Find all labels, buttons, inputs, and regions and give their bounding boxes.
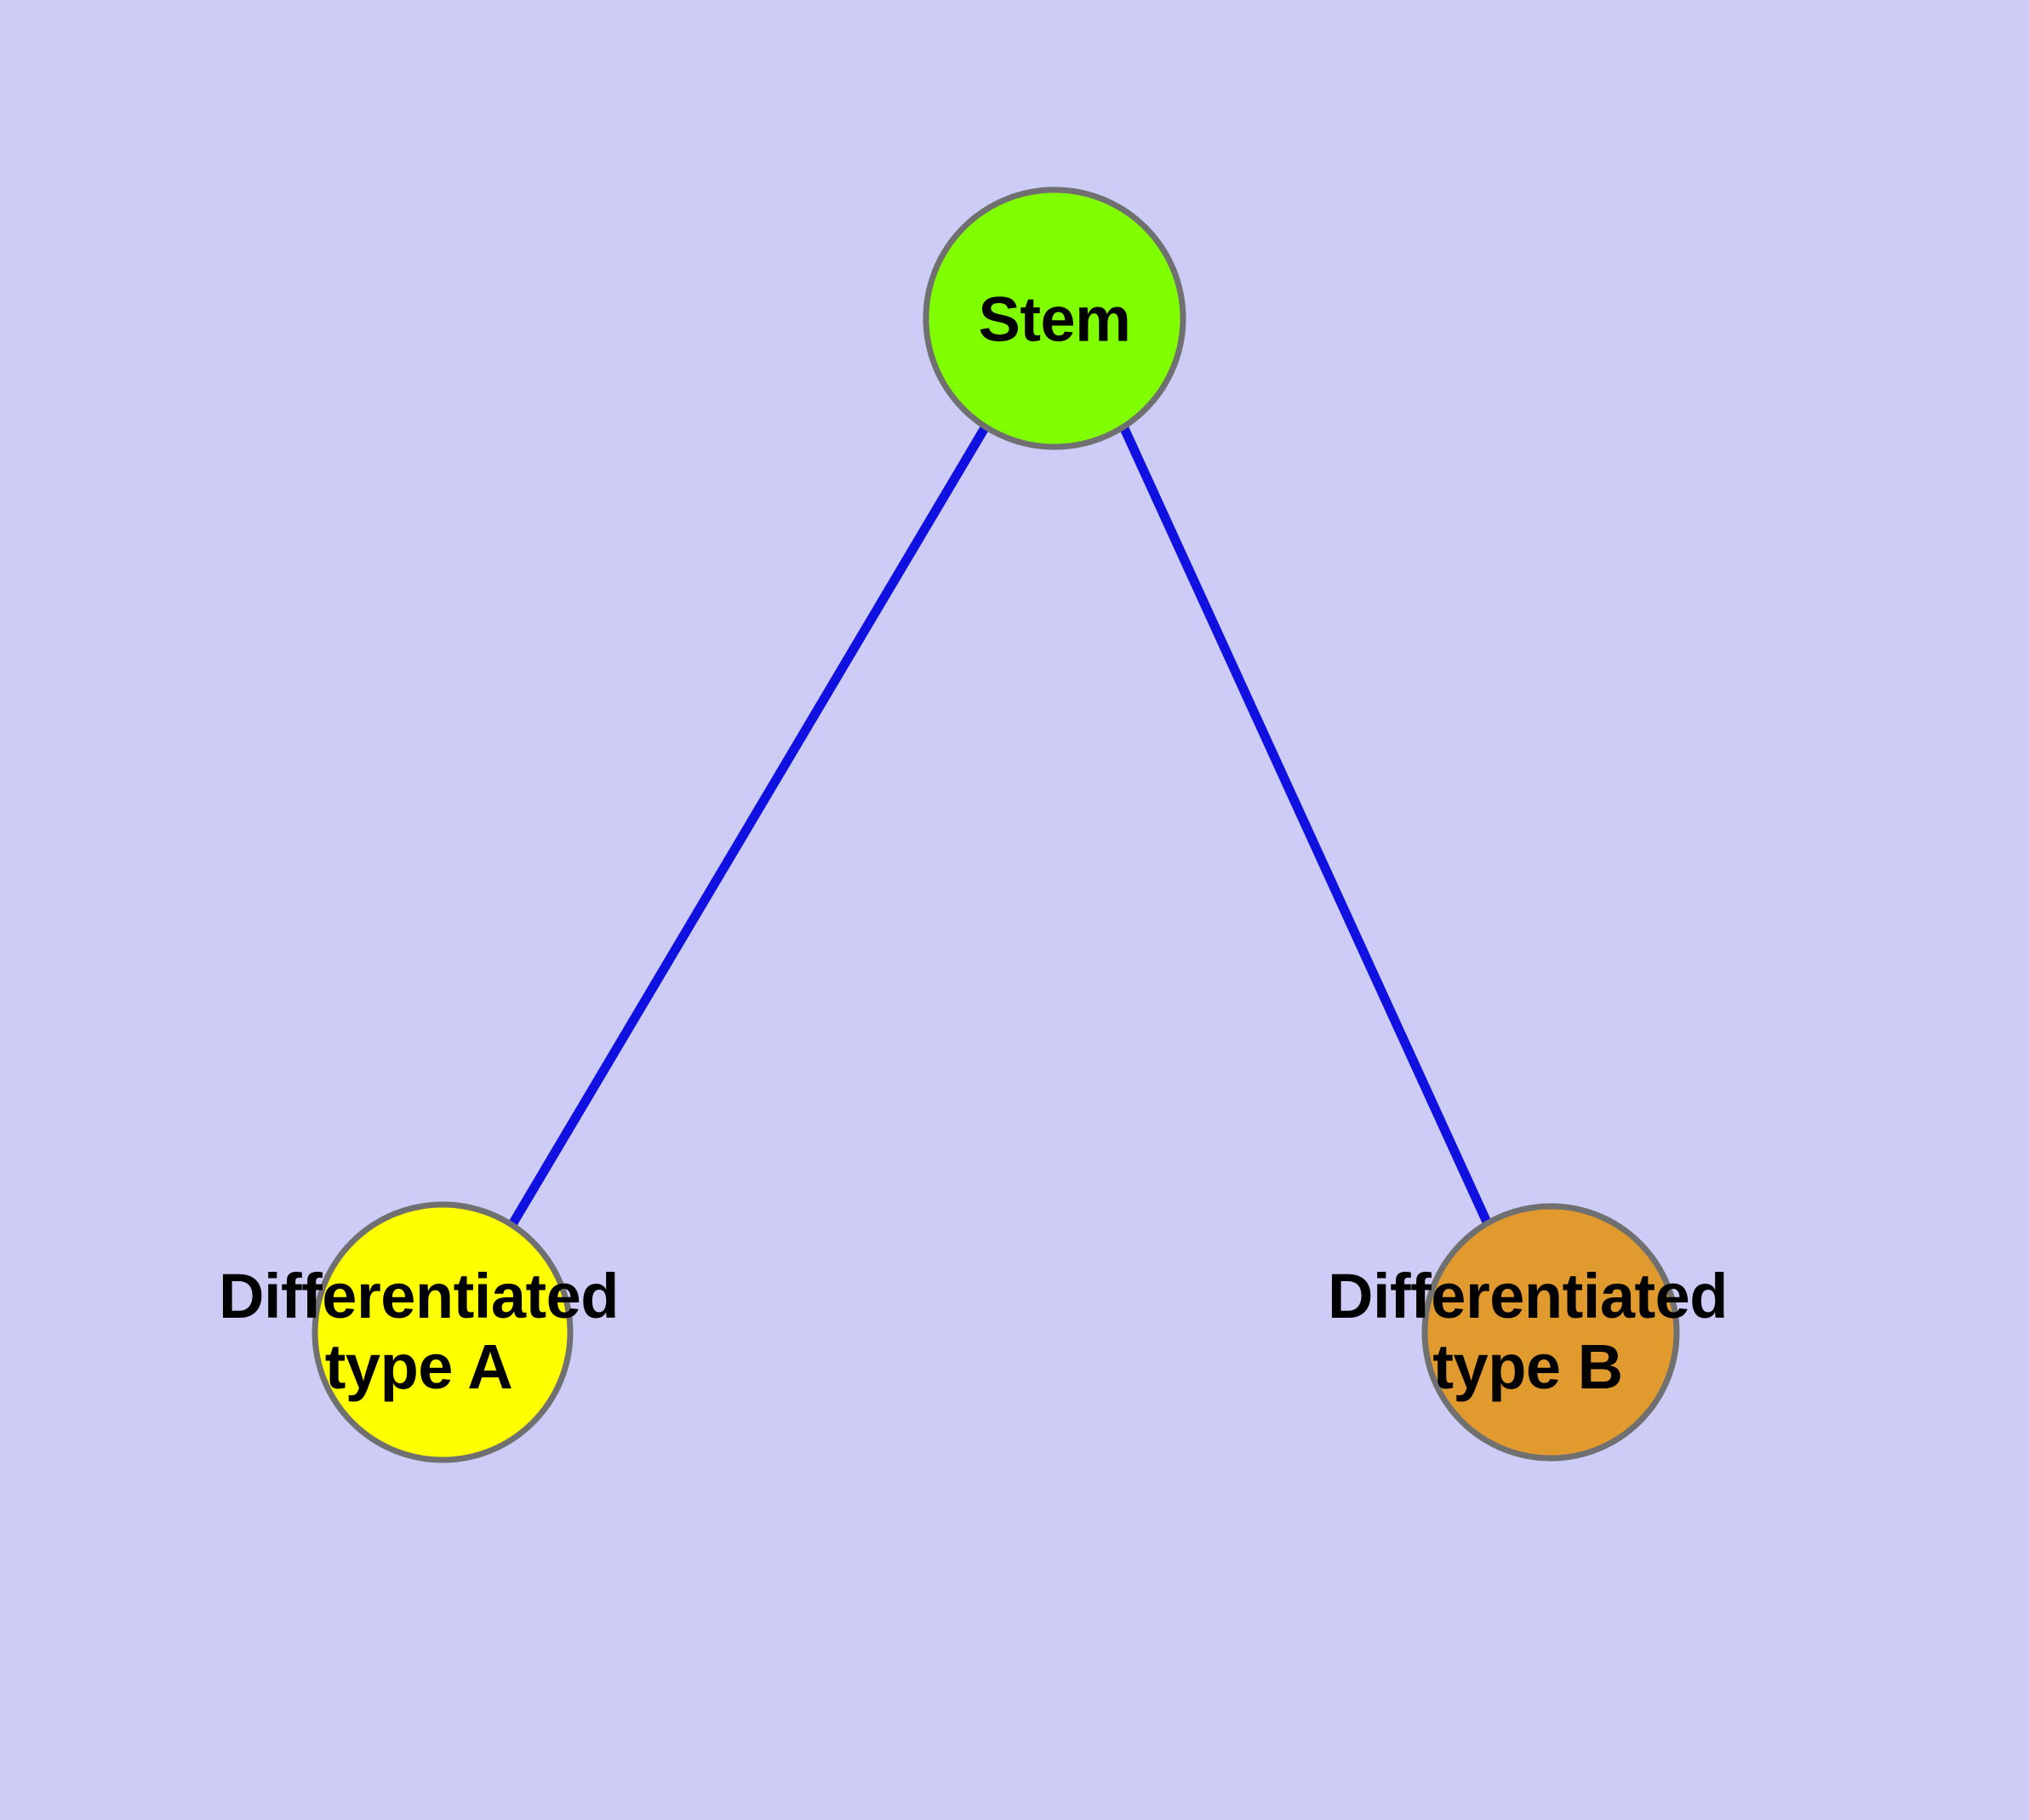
edge-layer [507, 424, 1494, 1228]
graph-edge-stem-to-diff-b [1118, 424, 1494, 1228]
graph-node-diff-b[interactable] [1421, 1203, 1680, 1462]
graph-edge-stem-to-diff-a [507, 424, 990, 1228]
graph-node-stem[interactable] [923, 186, 1186, 450]
node-layer [311, 186, 1680, 1463]
graph-node-diff-a[interactable] [311, 1201, 574, 1463]
